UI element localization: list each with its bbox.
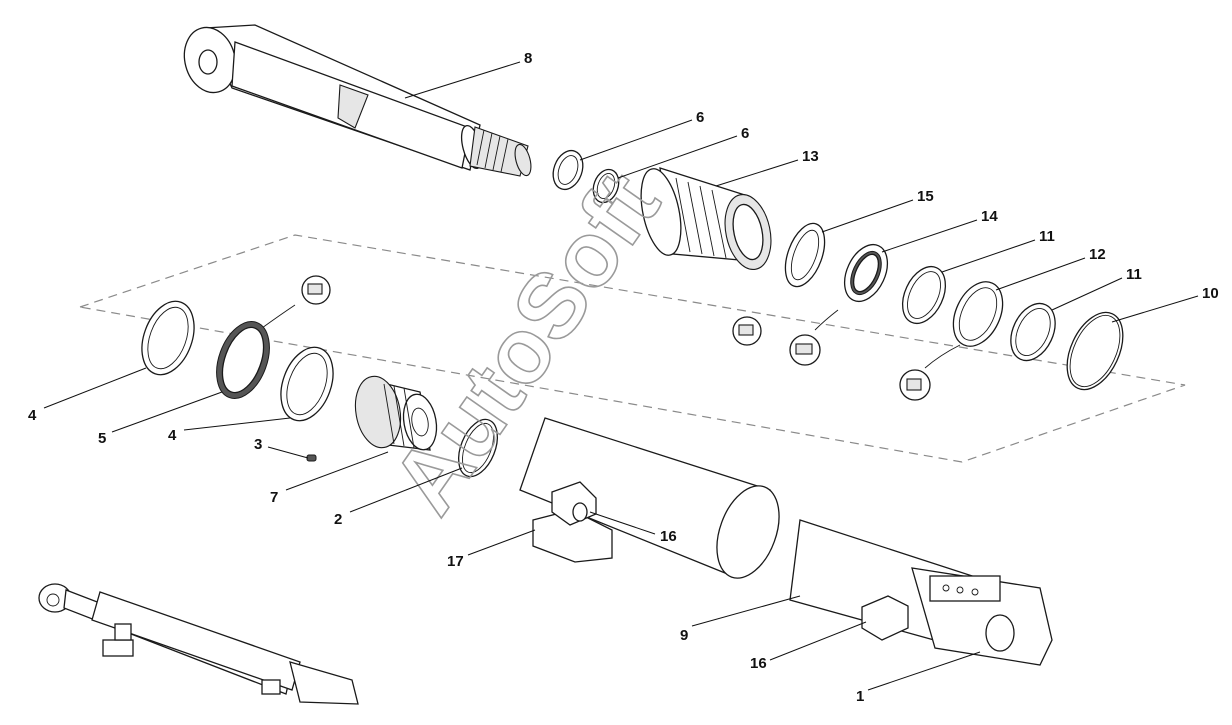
part-11-guide-ring-b (1010, 302, 1056, 362)
callout-14: 14 (981, 208, 998, 225)
part-11-guide-ring-a (901, 265, 947, 325)
part-3-set-screw (306, 454, 317, 462)
callout-3: 3 (254, 436, 262, 453)
callout-16: 16 (750, 655, 767, 672)
callout-2: 2 (334, 511, 342, 528)
part-13-guide-bushing (640, 167, 772, 270)
callout-4: 4 (28, 407, 37, 424)
callout-11: 11 (1039, 228, 1055, 245)
part-16-plug-lower (861, 595, 909, 641)
callout-16: 16 (660, 528, 677, 545)
part-12-seal-ring (952, 281, 1004, 347)
part-10-o-ring (1066, 311, 1124, 391)
part-2-o-ring (457, 418, 499, 478)
callout-15: 15 (917, 188, 934, 205)
callout-10: 10 (1202, 285, 1219, 302)
part-15-rod-seal (784, 222, 826, 288)
seal-kit-group-frame (79, 234, 1186, 463)
part-4-guide-ring-b (280, 346, 334, 422)
callout-17: 17 (447, 553, 464, 570)
callout-12: 12 (1089, 246, 1106, 263)
part-4-guide-ring-a (141, 300, 195, 376)
part-8-piston-rod (183, 24, 532, 177)
callout-13: 13 (802, 148, 819, 165)
part-6-o-ring-b (592, 168, 620, 204)
callout-9: 9 (680, 627, 688, 644)
callout-6: 6 (741, 125, 749, 142)
callout-11: 11 (1126, 266, 1142, 283)
callout-6: 6 (696, 109, 704, 126)
callout-1: 1 (856, 688, 864, 705)
part-6-o-ring-a (552, 149, 584, 191)
seal-profile-details (261, 275, 961, 401)
part-16-plug-upper (551, 481, 597, 526)
assembled-cylinder-thumbnail (38, 583, 359, 705)
callout-8: 8 (524, 50, 532, 67)
callout-4: 4 (168, 427, 177, 444)
leader-lines (43, 61, 1199, 691)
callout-5: 5 (98, 430, 106, 447)
part-7-piston (354, 375, 438, 451)
part-9-cylinder-barrel (519, 417, 1053, 666)
callout-7: 7 (270, 489, 278, 506)
